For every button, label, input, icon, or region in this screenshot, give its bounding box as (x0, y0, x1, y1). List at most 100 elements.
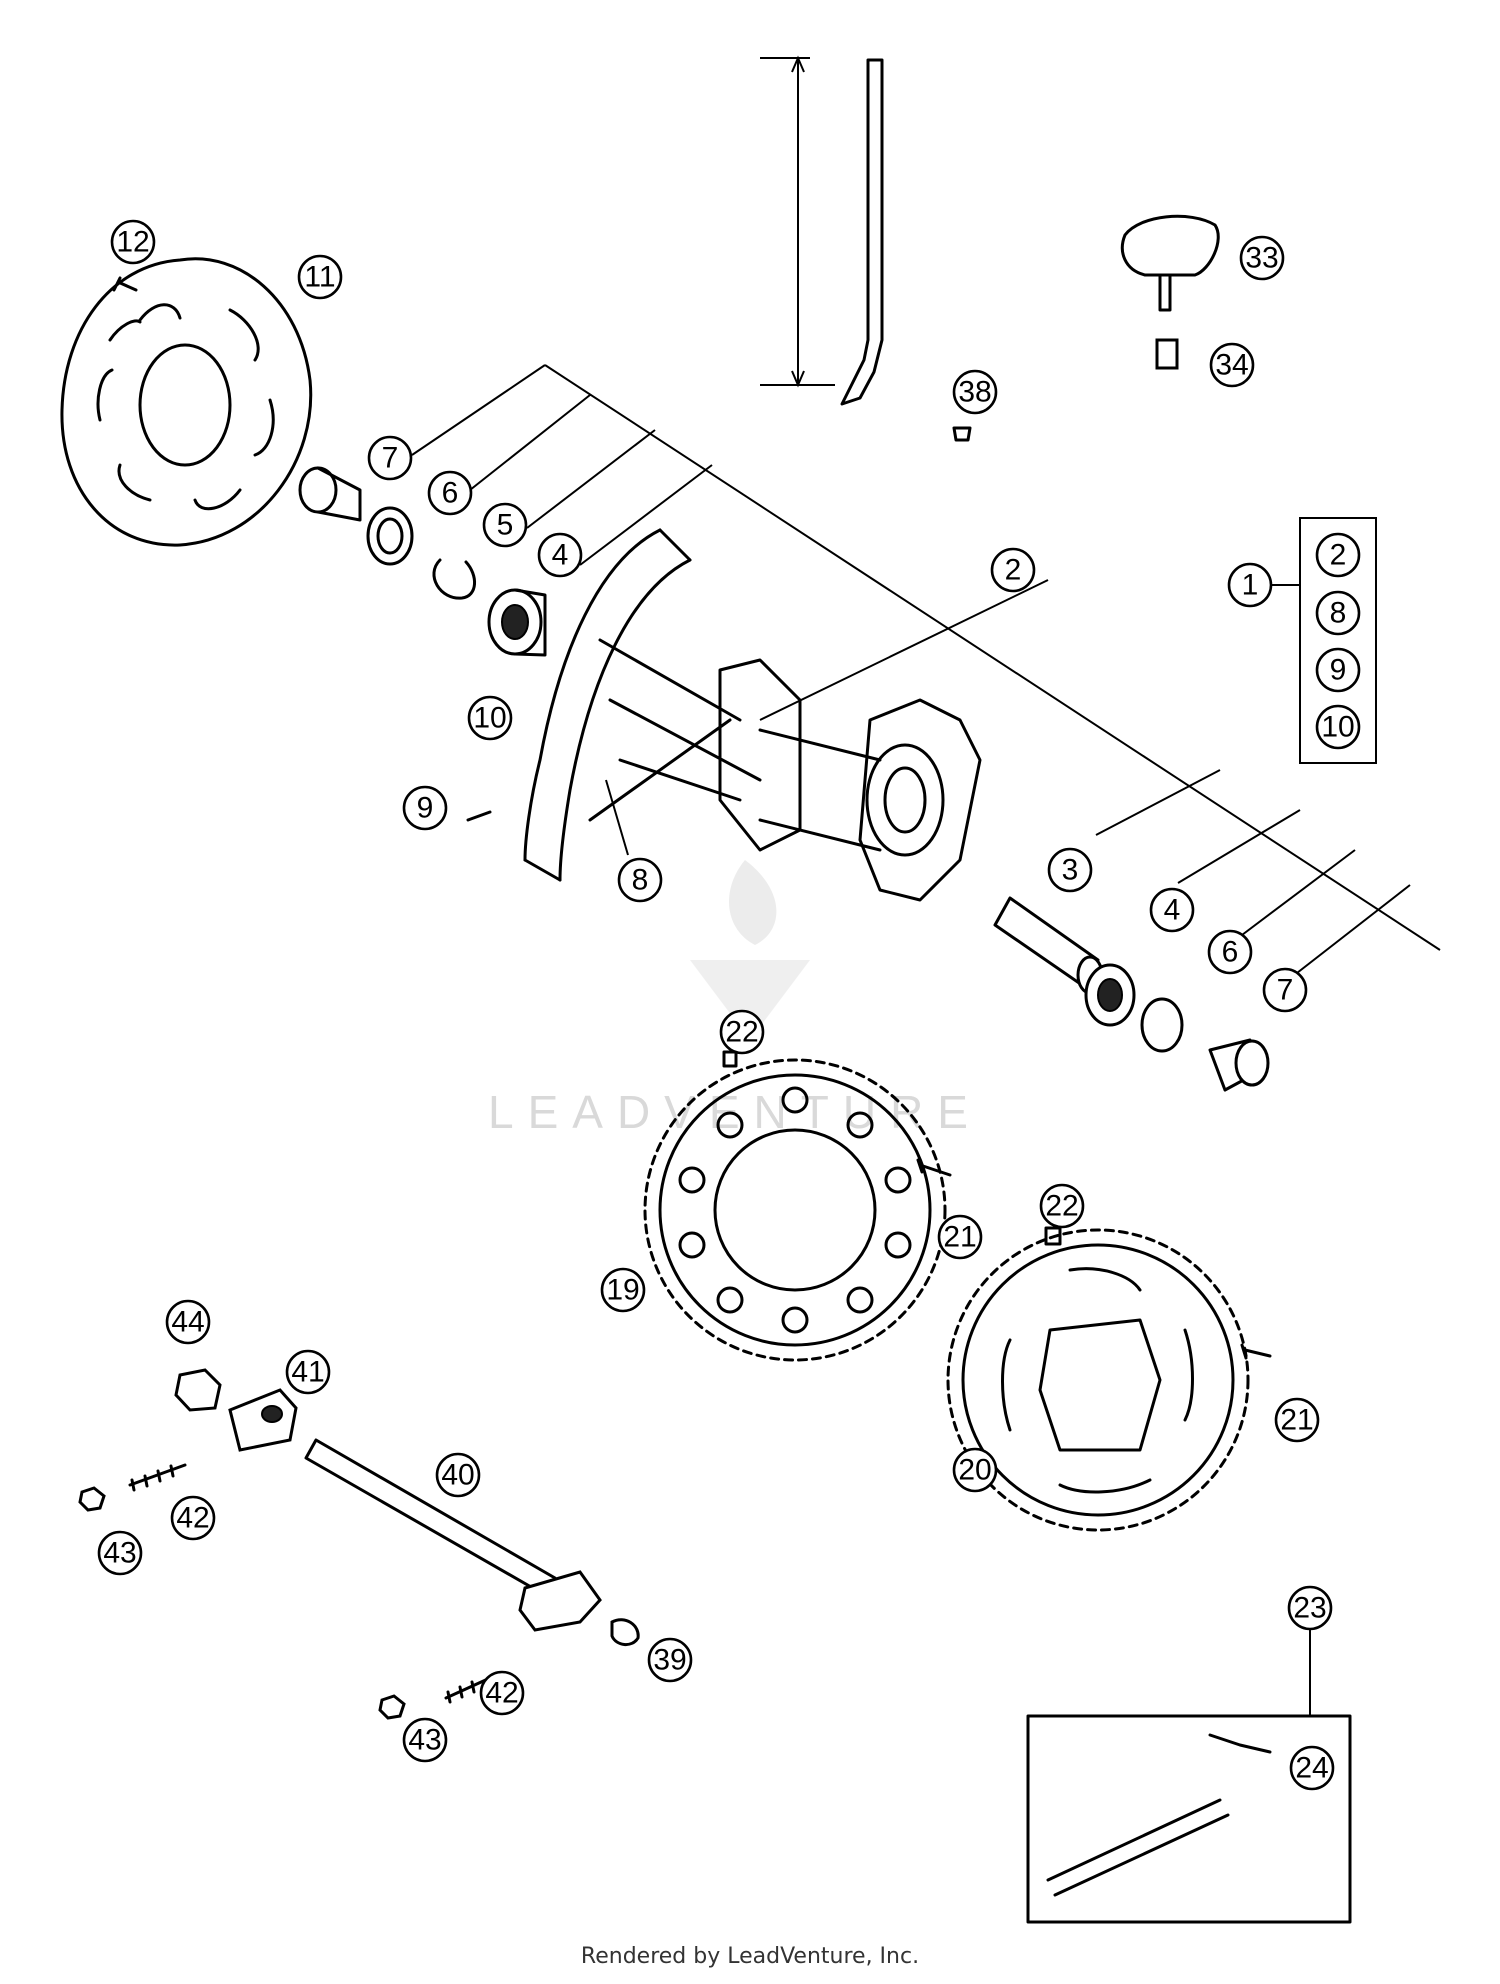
nut-44 (174, 1368, 222, 1412)
svg-text:40: 40 (441, 1459, 474, 1492)
callout-33: 33 (1239, 235, 1285, 281)
valve-cap (952, 426, 972, 442)
brake-disc (60, 257, 313, 547)
collar-nut (722, 1050, 738, 1068)
callout-19: 19 (600, 1267, 646, 1313)
svg-text:44: 44 (171, 1306, 204, 1339)
callout-22: 22 (719, 1009, 765, 1055)
svg-text:19: 19 (606, 1274, 639, 1307)
svg-text:11: 11 (304, 261, 335, 294)
shaft-seal-left (366, 506, 414, 566)
svg-text:21: 21 (1280, 1404, 1313, 1437)
adjuster-screw (128, 1463, 187, 1492)
callout-10b: 10 (467, 695, 513, 741)
svg-text:22: 22 (1045, 1190, 1078, 1223)
svg-text:21: 21 (943, 1221, 976, 1254)
svg-text:34: 34 (1215, 349, 1248, 382)
bearing-left (487, 588, 547, 657)
callout-24: 24 (1289, 1745, 1335, 1791)
callout-4b: 4 (1149, 887, 1195, 933)
callout-43b: 43 (402, 1717, 448, 1763)
leader-lines (411, 364, 1441, 981)
callout-42: 42 (170, 1495, 216, 1541)
svg-text:33: 33 (1245, 242, 1278, 275)
disc-screw (112, 276, 138, 292)
callout-34: 34 (1209, 342, 1255, 388)
svg-text:39: 39 (653, 1644, 686, 1677)
callout-4: 4 (537, 532, 583, 578)
callout-9: 9 (1315, 647, 1361, 693)
svg-text:38: 38 (958, 376, 991, 409)
svg-text:6: 6 (1222, 936, 1239, 969)
svg-text:2: 2 (1330, 539, 1347, 572)
sprocket-screw-2 (1240, 1343, 1272, 1360)
svg-text:12: 12 (116, 226, 149, 259)
callout-10: 10 (1315, 704, 1361, 750)
shaft-seal-right (1140, 997, 1184, 1053)
callout-6: 6 (427, 470, 473, 516)
plug (610, 1618, 640, 1646)
rim (523, 528, 692, 882)
distance-sleeve (993, 896, 1104, 995)
svg-text:4: 4 (1164, 894, 1181, 927)
svg-text:6: 6 (442, 477, 459, 510)
svg-text:43: 43 (103, 1537, 136, 1570)
svg-text:4: 4 (552, 539, 569, 572)
rim-lock (1120, 214, 1220, 370)
nipple (466, 810, 492, 822)
callout-6b: 6 (1207, 929, 1253, 975)
svg-text:20: 20 (958, 1454, 991, 1487)
sprocket-19 (643, 1058, 947, 1362)
svg-text:41: 41 (291, 1356, 324, 1389)
svg-text:43: 43 (408, 1724, 441, 1757)
callout-8: 8 (1315, 590, 1361, 636)
callout-22b: 22 (1039, 1183, 1085, 1229)
callout-12: 12 (110, 219, 156, 265)
watermark: LEADVENTURE (488, 860, 968, 1138)
svg-text:9: 9 (1330, 654, 1347, 687)
callout-2: 2 (1315, 532, 1361, 578)
hub (588, 638, 982, 902)
callout-21b: 21 (1274, 1397, 1320, 1443)
svg-text:22: 22 (725, 1016, 758, 1049)
callout-42b: 42 (479, 1670, 525, 1716)
adjuster-screw-2 (444, 1676, 492, 1704)
svg-text:42: 42 (485, 1677, 518, 1710)
svg-text:24: 24 (1295, 1752, 1328, 1785)
callout-23: 23 (1287, 1585, 1333, 1631)
svg-text:8: 8 (1330, 597, 1347, 630)
collar-nut-2 (1044, 1226, 1062, 1246)
svg-text:9: 9 (417, 792, 434, 825)
circlip (432, 558, 476, 600)
callout-1: 1 (1227, 562, 1273, 608)
wheel-spindle (304, 1438, 602, 1632)
callout-7: 7 (367, 435, 413, 481)
svg-text:8: 8 (632, 864, 649, 897)
callout-40: 40 (435, 1452, 481, 1498)
callout-5: 5 (482, 502, 528, 548)
callout-21: 21 (937, 1214, 983, 1260)
callout-44: 44 (165, 1299, 211, 1345)
svg-text:23: 23 (1293, 1592, 1326, 1625)
chain-adjuster (228, 1388, 298, 1452)
hex-nut (78, 1486, 106, 1512)
svg-text:2: 2 (1005, 554, 1022, 587)
callout-11: 11 (297, 254, 343, 300)
bearing-right (1084, 963, 1136, 1027)
svg-text:7: 7 (382, 442, 399, 475)
svg-text:7: 7 (1277, 974, 1294, 1007)
callout-9b: 9 (402, 785, 448, 831)
sprocket-screw (916, 1158, 952, 1177)
callout-41: 41 (285, 1349, 331, 1395)
callout-2b: 2 (990, 547, 1036, 593)
chain-box (1026, 1630, 1352, 1924)
svg-text:42: 42 (176, 1502, 209, 1535)
sprocket-20 (946, 1228, 1250, 1532)
svg-text:5: 5 (497, 509, 514, 542)
spacer-left (298, 466, 362, 522)
svg-text:3: 3 (1062, 854, 1079, 887)
svg-text:10: 10 (473, 702, 506, 735)
callout-3: 3 (1047, 847, 1093, 893)
svg-text:1: 1 (1242, 569, 1259, 602)
